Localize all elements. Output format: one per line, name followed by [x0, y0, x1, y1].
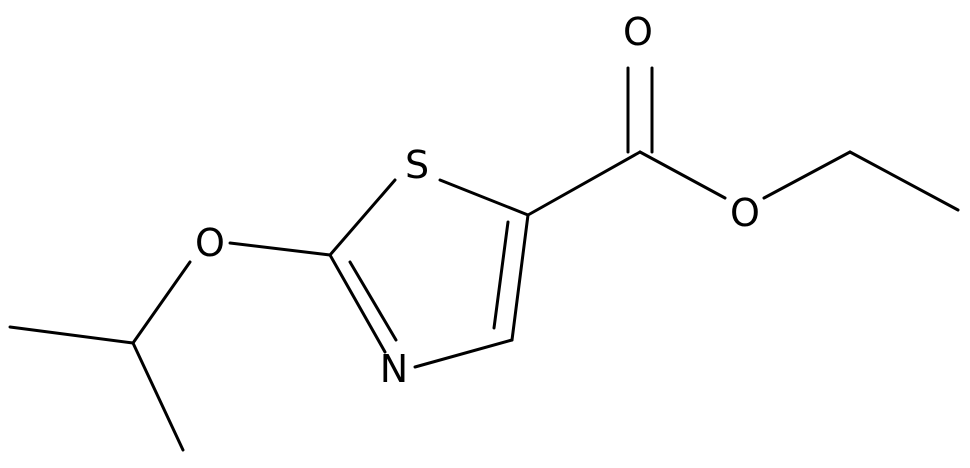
bond-ch-ch3-down: [131, 341, 185, 452]
bond-ethyl-ch3-ch2: [848, 150, 960, 212]
bond-s-c2: [328, 178, 397, 257]
atom-o-carbonyl: O: [623, 10, 653, 54]
bond-c4-c5-2: [492, 220, 510, 330]
bond-ester-o-carbonyl-c: [638, 150, 727, 200]
bond-ethyl-ch2-o: [762, 150, 852, 200]
atom-o-ester: O: [730, 191, 760, 235]
bond-n-c4: [413, 338, 514, 369]
bond-c5-s: [438, 178, 530, 217]
atom-n-ring: N: [380, 347, 408, 391]
bond-c4-c5-1: [510, 213, 530, 342]
bond-ch-ch3-left: [8, 325, 135, 345]
bond-carbonyl-c-ring-c5: [526, 150, 642, 217]
atom-s-ring: S: [405, 143, 429, 187]
bond-c2-n-1: [328, 253, 387, 354]
bond-ether-o-ch: [131, 260, 192, 345]
bond-c2-n-2: [348, 260, 398, 342]
bond-c2-ether-o: [228, 241, 332, 257]
atom-o-ether: O: [195, 221, 225, 265]
